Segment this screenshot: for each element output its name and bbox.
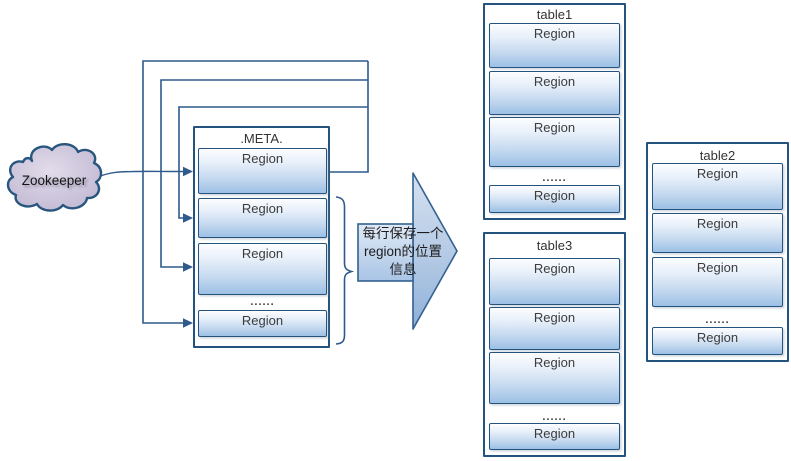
arrowhead-region4-icon — [183, 318, 193, 328]
table2-region-2: Region — [652, 213, 783, 253]
regions-group-brace — [335, 196, 355, 345]
table2-title: table2 — [699, 148, 736, 163]
zookeeper-connector — [91, 170, 185, 181]
meta-region-2: Region — [198, 198, 327, 238]
table3-region-2: Region — [489, 307, 620, 350]
meta-ellipsis: ...... — [250, 296, 275, 308]
table3-ellipsis: ...... — [542, 411, 567, 423]
table2-region-last: Region — [652, 327, 783, 355]
arrow-caption-line2: region的位置 — [363, 244, 443, 259]
meta-table-title: .META. — [240, 131, 283, 146]
meta-right-connector — [330, 61, 369, 173]
table1-ellipsis: ...... — [542, 172, 567, 184]
table2-region-3: Region — [652, 257, 783, 307]
arrow-caption: 每行保存一个 region的位置 信息 — [353, 225, 453, 279]
table3-region-1: Region — [489, 258, 620, 305]
arrowhead-region1-icon — [183, 166, 193, 177]
arrowhead-region3-icon — [183, 262, 193, 272]
arrow-caption-line1: 每行保存一个 — [362, 226, 444, 241]
table1-title: table1 — [536, 7, 573, 22]
table1-region-1: Region — [489, 23, 620, 68]
table1-region-last: Region — [489, 185, 620, 213]
table1-region-3: Region — [489, 117, 620, 167]
table2-ellipsis: ...... — [705, 314, 730, 326]
table3-region-3: Region — [489, 352, 620, 404]
table3-title: table3 — [536, 238, 573, 253]
table2-region-1: Region — [652, 163, 783, 210]
zookeeper-label: Zookeeper — [21, 173, 87, 188]
table1-region-2: Region — [489, 71, 620, 115]
meta-region-3: Region — [198, 243, 327, 295]
meta-region-last: Region — [198, 310, 327, 337]
meta-region-1: Region — [198, 148, 327, 194]
table3-region-last: Region — [489, 423, 620, 450]
arrowhead-region2-icon — [183, 213, 193, 223]
arrow-caption-line3: 信息 — [389, 262, 417, 277]
